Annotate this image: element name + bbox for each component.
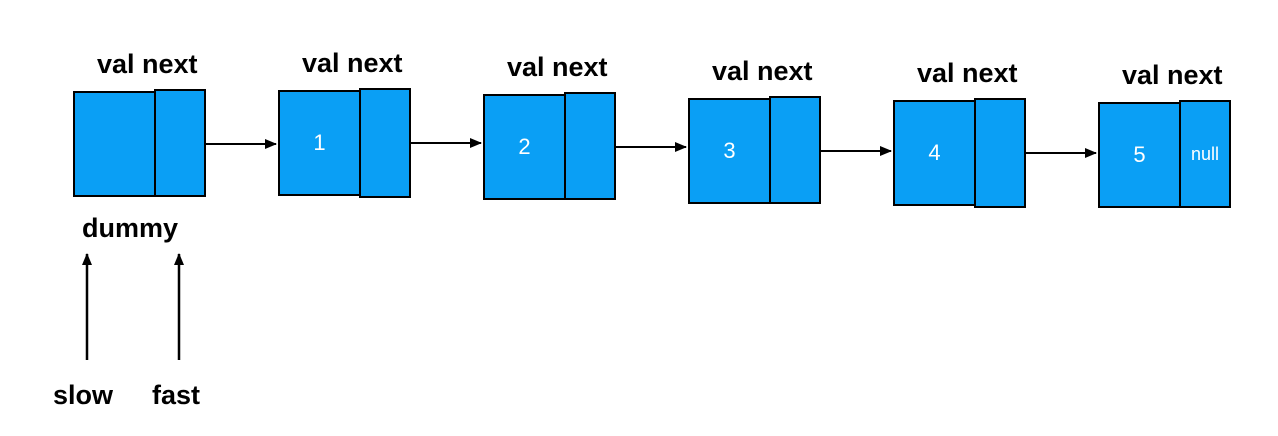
node-2-val-cell: 2 [483,94,566,200]
node-1-header: val next [302,48,403,78]
node-3-val-cell: 3 [688,98,771,204]
node-1-next-cell [359,88,411,198]
node-0-header: val next [97,49,198,79]
node-2-header: val next [507,52,608,82]
node-0-val-cell [73,91,156,197]
node-1-val-cell: 1 [278,90,361,196]
slow-pointer-label: slow [53,380,114,410]
dummy-label: dummy [82,213,179,243]
node-5-next-cell: null [1179,100,1231,208]
node-4-val-cell: 4 [893,100,976,206]
fast-pointer-label: fast [152,380,201,410]
node-5-val-cell: 5 [1098,102,1181,208]
node-0-next-cell [154,89,206,197]
node-4-next-cell [974,98,1026,208]
node-3-header: val next [712,56,813,86]
node-2-next-cell [564,92,616,200]
node-3-next-cell [769,96,821,204]
node-4-header: val next [917,58,1018,88]
node-5-header: val next [1122,60,1223,90]
